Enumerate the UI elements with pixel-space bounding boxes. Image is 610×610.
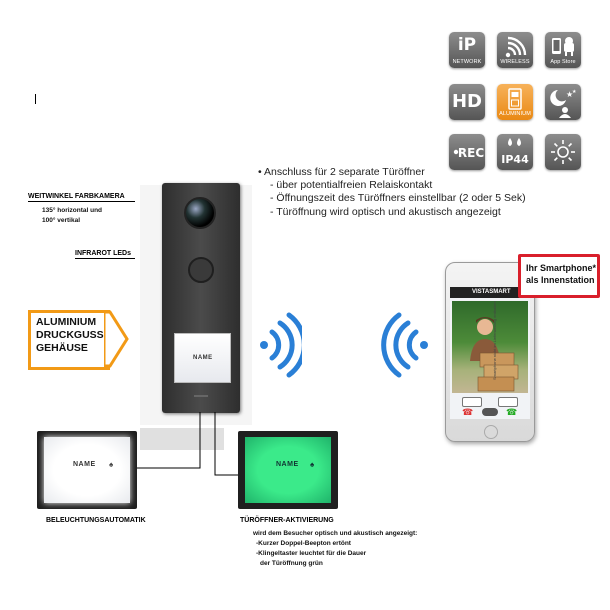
camera-label: WEITWINKEL FARBKAMERA [28, 193, 135, 202]
smartphone: VISTASMART ☎ ☎ [445, 262, 535, 442]
aluminium-icon: ALUMINIUM [497, 84, 533, 120]
app-header: VISTASMART [450, 287, 530, 298]
camera-button[interactable] [462, 397, 482, 407]
recording-icon: REC [449, 134, 485, 170]
activation-text-4: der Türöffnung grün [260, 560, 323, 567]
feature-subitem: - über potentialfreien Relaiskontakt [270, 179, 433, 192]
night-vision-icon: ★ ★ [545, 84, 581, 120]
text-cursor [35, 94, 36, 104]
name-plate-label: NAME [276, 461, 299, 468]
hangup-button[interactable]: ☎ [462, 407, 474, 417]
smartphone-badge: Ihr Smartphone* als Innenstation [518, 254, 600, 298]
activation-text-1: wird dem Besucher optisch und akustisch … [253, 530, 418, 537]
svg-text:★: ★ [572, 89, 577, 95]
hd-icon: HD [449, 84, 485, 120]
infrared-label: INFRAROT LEDs [75, 250, 135, 259]
mounting-box [140, 428, 224, 450]
door-open-button[interactable] [482, 408, 498, 416]
app-name: VISTASMART [472, 289, 511, 295]
app-store-icon: App Store [545, 32, 581, 68]
feature-item: • Anschluss für 2 separate Türöffner [258, 166, 425, 178]
bell-icon: ♠ [310, 460, 315, 469]
record-button[interactable] [498, 397, 518, 407]
status-led [194, 395, 208, 397]
feature-subitem: - Türöffnung wird optisch und akustisch … [270, 205, 501, 218]
infrared-sensor [188, 257, 214, 283]
signal-waves-right-icon [381, 312, 428, 378]
ip-network-icon: iP NETWORK [449, 32, 485, 68]
door-station-panel: NAME [162, 183, 240, 413]
wireless-icon: WIRELESS [497, 32, 533, 68]
name-plate: NAME [174, 333, 231, 383]
door-activation-label: TÜRÖFFNER-AKTIVIERUNG [240, 517, 334, 524]
activation-text-2: -Kurzer Doppel-Beepton ertönt [256, 540, 351, 547]
home-button [484, 425, 498, 439]
feature-list: • Anschluss für 2 separate Türöffner - ü… [258, 166, 526, 219]
activation-text-3: -Klingeltaster leuchtet für die Dauer [256, 550, 367, 557]
name-plate-label: NAME [73, 461, 96, 468]
video-feed [452, 301, 528, 393]
auto-light-label: BELEUCHTUNGSAUTOMATIK [46, 517, 146, 524]
housing-callout: ALUMINIUM DRUCKGUSS GEHÄUSE [28, 310, 130, 370]
signal-waves-left-icon [260, 312, 302, 378]
camera-lens [184, 197, 216, 229]
sun-icon [545, 134, 581, 170]
door-activation-plate: NAME ♠ [238, 431, 338, 509]
bell-icon: ♠ [109, 460, 114, 469]
name-plate-label: NAME [193, 355, 213, 361]
answer-button[interactable]: ☎ [506, 407, 518, 417]
camera-detail-1: 135° horizontal und [42, 207, 103, 214]
feature-subitem: - Öffnungszeit des Türöffners einstellba… [270, 192, 526, 205]
svg-text:★: ★ [566, 90, 573, 99]
auto-light-plate: NAME ♠ [37, 431, 137, 509]
ip44-icon: IP44 [497, 134, 533, 170]
camera-detail-2: 100° vertikal [42, 217, 81, 224]
phone-screen: VISTASMART ☎ ☎ [450, 287, 530, 419]
